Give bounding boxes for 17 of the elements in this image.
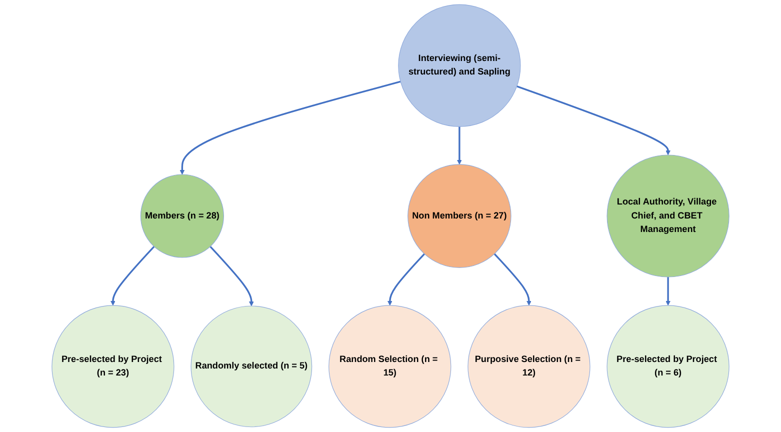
arrow — [456, 126, 462, 165]
arrow — [180, 80, 401, 175]
arrow — [494, 253, 532, 306]
node-circle: Purposive Selection (n = 12) — [468, 305, 590, 428]
node-circle: Local Authority, Village Chief, and CBET Management — [606, 154, 730, 278]
arrow — [210, 246, 254, 306]
node-circle: Randomly selected (n = 5) — [190, 306, 312, 428]
arrow — [516, 85, 671, 156]
arrow — [666, 277, 671, 306]
node-circle: Members (n = 28) — [140, 174, 224, 258]
node-circle: Pre-selected by Project (n = 23) — [52, 305, 174, 428]
node-circle: Random Selection (n = 15) — [328, 305, 452, 428]
arrow — [387, 253, 426, 306]
node-circle: Interviewing (semi-structured) and Sapling — [398, 4, 521, 127]
node-circle: Non Members (n = 27) — [408, 164, 512, 268]
arrow — [110, 246, 155, 306]
node-circle: Pre-selected by Project (n = 6) — [606, 305, 730, 428]
